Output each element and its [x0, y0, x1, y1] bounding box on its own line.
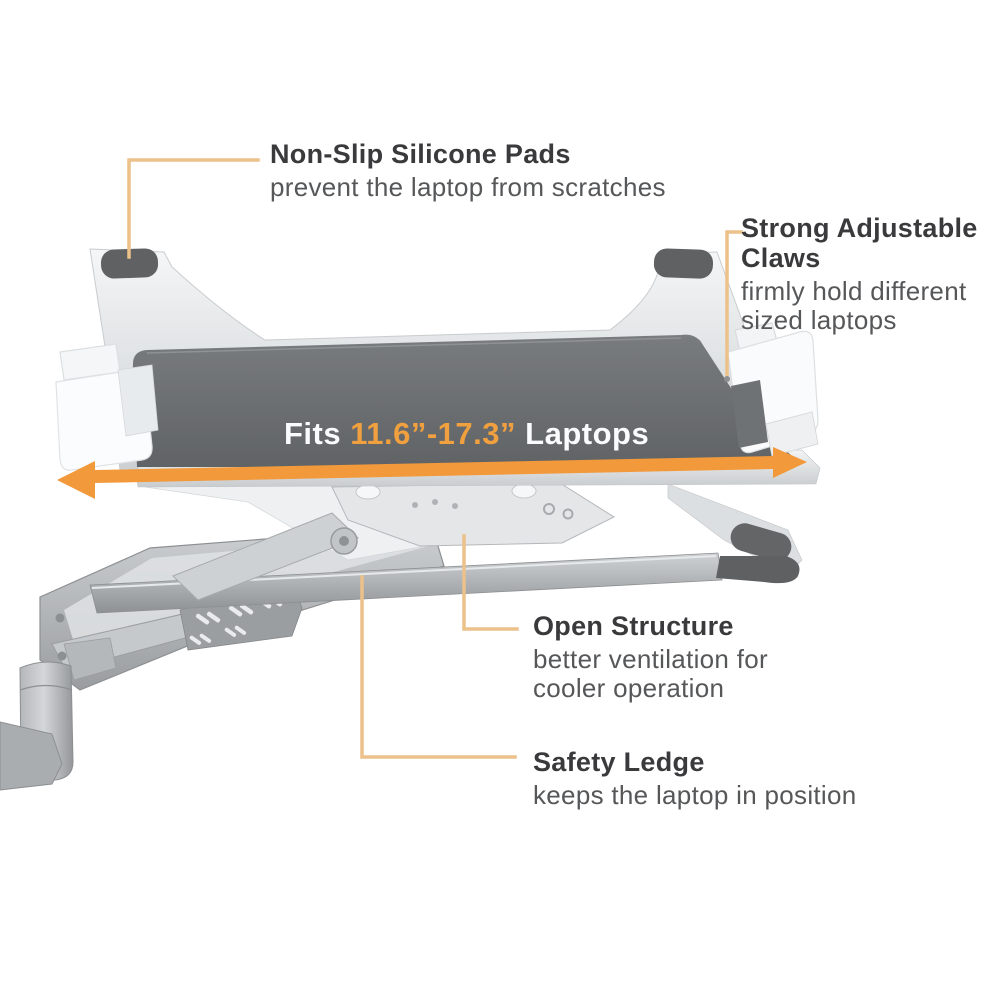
callout-claws-title: Strong Adjustable Claws — [741, 213, 978, 273]
laptop-tray-back — [89, 248, 757, 471]
left-claw-lip — [117, 364, 159, 437]
ledge-bar — [89, 552, 723, 614]
plate-screw-hole — [432, 499, 438, 505]
callout-open-structure-title: Open Structure — [533, 611, 734, 641]
callout-non-slip-pads: Non-Slip Silicone Pads prevent the lapto… — [270, 139, 740, 202]
arm-foot — [0, 721, 63, 791]
claw-screw — [724, 376, 730, 382]
plate-knob — [511, 483, 537, 499]
laptop-surface — [132, 334, 791, 467]
callout-safety-ledge-body: keeps the laptop in position — [533, 780, 857, 810]
plate-hole — [543, 503, 555, 515]
open-structure-assembly — [144, 480, 616, 601]
plate-screw-hole — [412, 502, 418, 508]
fits-prefix: Fits — [284, 416, 351, 451]
callout-claws-body: firmly hold different sized laptops — [741, 276, 967, 335]
fits-suffix: Laptops — [516, 416, 650, 451]
callout-line-non-slip — [127, 158, 260, 259]
hinge-screw — [339, 536, 349, 546]
fits-range: 11.6”-17.3” — [350, 416, 517, 451]
callout-line-claws — [725, 230, 743, 379]
callout-line-safety-ledge — [360, 575, 517, 759]
callout-non-slip-title: Non-Slip Silicone Pads — [270, 139, 571, 169]
plate-hole — [562, 508, 574, 520]
width-range-arrow — [57, 447, 807, 499]
callout-safety-ledge: Safety Ledge keeps the laptop in positio… — [533, 747, 953, 810]
laptop-surface-plate — [132, 334, 791, 467]
right-claw — [727, 322, 819, 457]
right-claw-pad — [731, 380, 768, 448]
callout-open-structure-body: better ventilation for cooler operation — [533, 644, 768, 703]
right-claw-step — [765, 411, 819, 457]
callout-adjustable-claws: Strong Adjustable Claws firmly hold diff… — [741, 213, 993, 335]
laptop-surface-edge-highlight — [146, 337, 682, 354]
callout-open-structure: Open Structure better ventilation for co… — [533, 611, 805, 703]
link-arm — [172, 512, 359, 601]
corner-pad-left — [100, 248, 159, 279]
ledge-tip — [716, 556, 800, 584]
arm-post-seam — [19, 684, 73, 691]
callout-safety-ledge-title: Safety Ledge — [533, 747, 705, 777]
corner-pad-bottom-right — [730, 523, 792, 561]
callout-non-slip-body: prevent the laptop from scratches — [270, 172, 666, 202]
plate-knob — [355, 484, 381, 500]
arm-screw — [55, 613, 65, 623]
plate-screw-hole — [452, 503, 458, 509]
left-claw — [55, 343, 159, 471]
fits-size-label: Fits 11.6”-17.3” Laptops — [284, 416, 649, 452]
callout-line-open-structure — [462, 534, 519, 631]
arm-screw — [57, 651, 67, 661]
corner-pad-right — [653, 248, 714, 279]
